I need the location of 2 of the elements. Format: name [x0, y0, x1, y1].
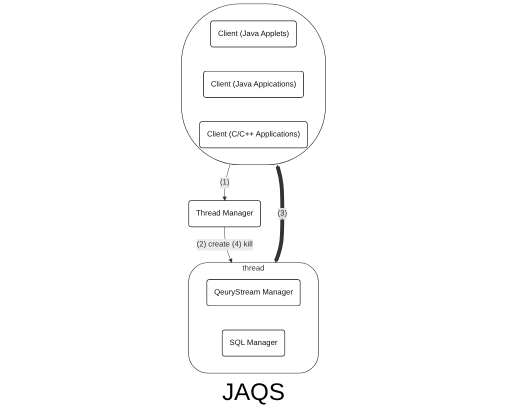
- arrow: [274, 164, 284, 263]
- system-label: JAQS: [222, 379, 285, 406]
